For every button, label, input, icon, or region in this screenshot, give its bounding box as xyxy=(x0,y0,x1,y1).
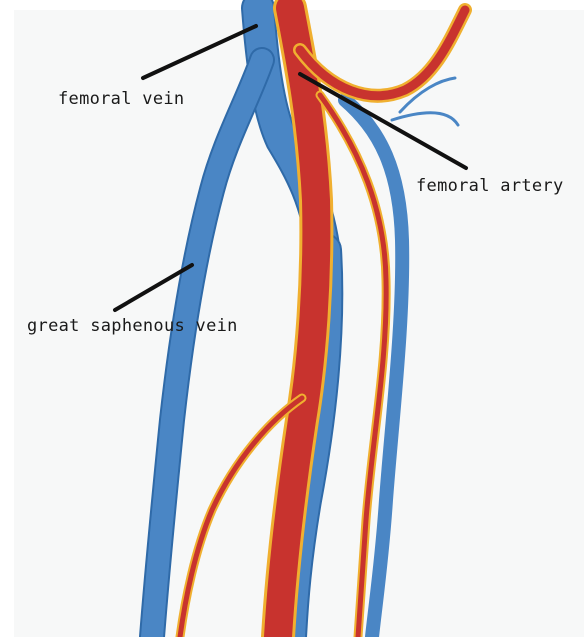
label-femoral-vein: femoral vein xyxy=(58,89,184,109)
label-femoral-artery: femoral artery xyxy=(416,176,564,196)
label-great-saphenous-vein: great saphenous vein xyxy=(27,316,238,336)
